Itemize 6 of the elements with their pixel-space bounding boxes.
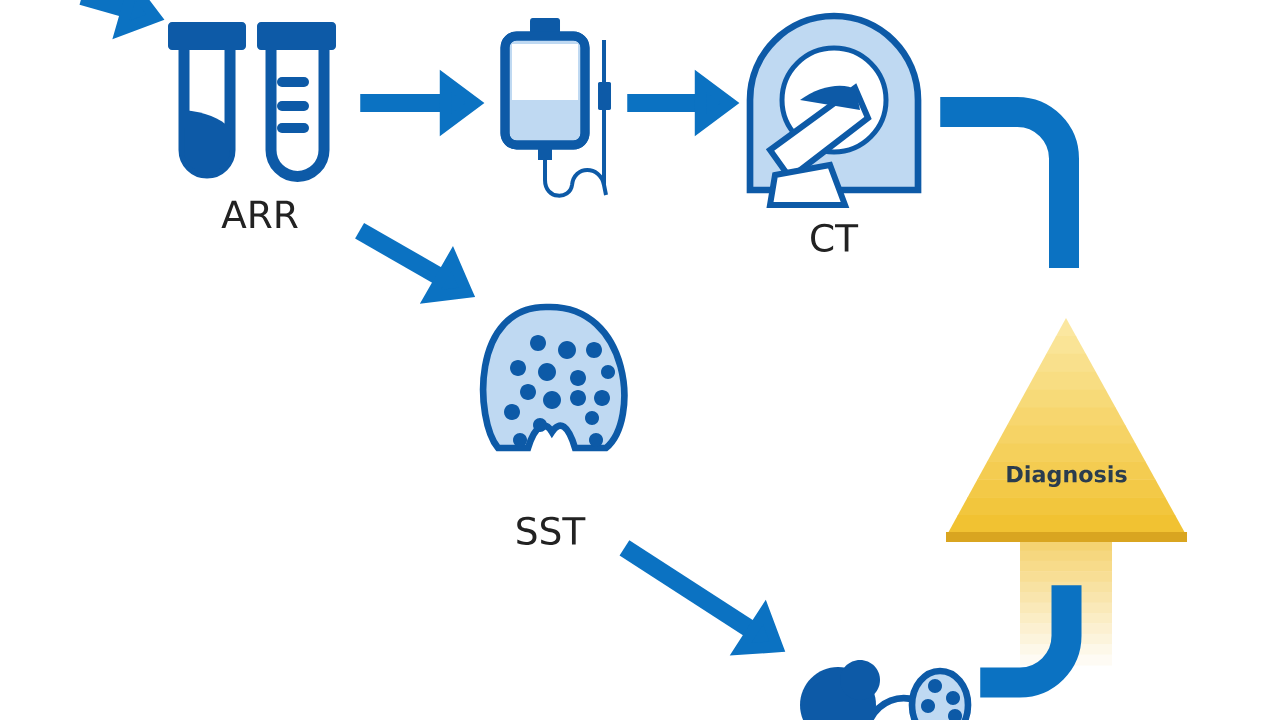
iv-bag-icon bbox=[500, 18, 611, 198]
node-label: ARR bbox=[221, 200, 298, 228]
node-label: Diagnosis bbox=[1007, 465, 1127, 487]
glands-icon bbox=[800, 660, 972, 720]
node-label: SST bbox=[517, 516, 586, 545]
node-label: CT bbox=[811, 223, 859, 252]
